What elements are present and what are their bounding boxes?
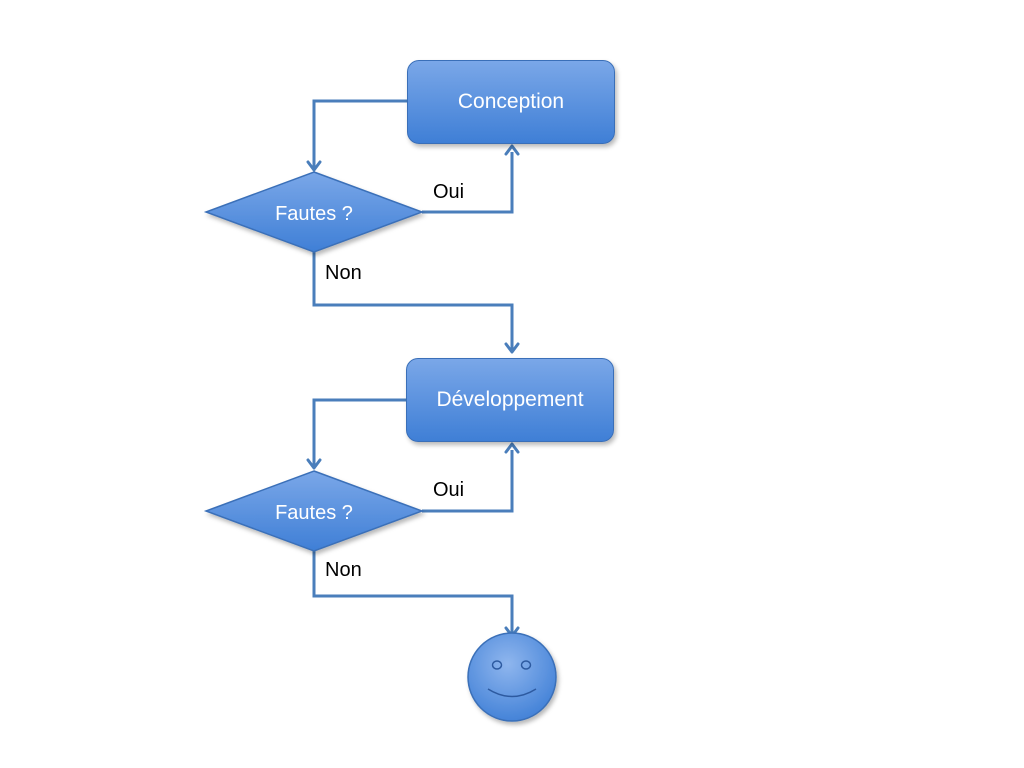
arrowhead-up-icon — [504, 442, 520, 454]
connector-decision-2-oui — [422, 450, 514, 513]
decision-2-no-label: Non — [325, 559, 362, 581]
arrowhead-up-icon — [504, 144, 520, 156]
connector-decision-2-non — [312, 551, 514, 633]
decision-2: Fautes ? — [203, 470, 425, 552]
decision-2-label: Fautes ? — [275, 502, 353, 524]
decision-1-label: Fautes ? — [275, 203, 353, 225]
arrowhead-down-icon — [306, 458, 322, 470]
connector-decision-1-non — [312, 252, 514, 350]
process-conception: Conception — [407, 60, 615, 144]
arrowhead-down-icon — [504, 342, 520, 354]
decision-2-yes-label: Oui — [433, 479, 465, 501]
process-conception-label: Conception — [457, 90, 565, 113]
arrowhead-down-icon — [306, 160, 322, 172]
process-developpement: Développement — [406, 358, 614, 442]
decision-1-yes-label: Oui — [433, 181, 465, 203]
decision-1: Fautes ? — [203, 171, 425, 253]
connector-conception-to-decision-1 — [312, 99, 407, 168]
connector-developpement-to-decision-2 — [312, 398, 406, 466]
decision-1-no-label: Non — [325, 262, 362, 284]
connector-decision-1-oui — [422, 152, 514, 214]
process-developpement-label: Développement — [436, 388, 584, 411]
smiley-face-icon — [467, 632, 557, 722]
